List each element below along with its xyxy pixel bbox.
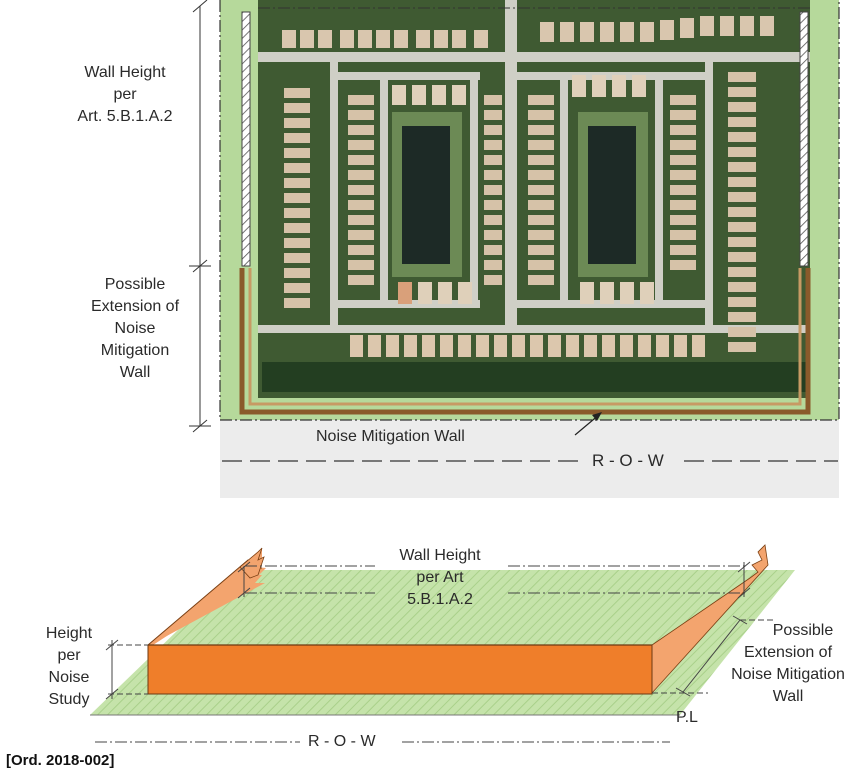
section-extension-line-4: Wall — [772, 688, 804, 705]
plan-wall-left-hatched — [241, 11, 251, 267]
section-wall-height-line-1: Wall Height — [399, 547, 481, 564]
section-wall-height-label: Wall Height per Art 5.B.1.A.2 — [372, 545, 508, 611]
section-extension-line-3: Noise Mitigation — [731, 666, 845, 683]
section-height-noise-line-2: per — [57, 647, 81, 664]
plan-row-label: R - O - W — [592, 451, 664, 470]
aerial-neighborhood-image — [258, 0, 810, 398]
section-extension-line-1: Possible — [772, 622, 834, 639]
plan-extension-label: Possible Extension of Noise Mitigation W… — [70, 274, 200, 384]
section-pl-label: P.L — [676, 709, 698, 726]
section-wall-height-line-3: 5.B.1.A.2 — [407, 591, 473, 608]
section-wall-height-line-2: per Art — [416, 569, 464, 586]
plan-extension-line-4: Mitigation — [100, 342, 170, 359]
plan-noise-wall — [239, 268, 811, 415]
plan-wall-height-label: Wall Height per Art. 5.B.1.A.2 — [55, 62, 195, 128]
row-band — [220, 420, 839, 498]
plan-extension-line-5: Wall — [119, 364, 151, 381]
section-height-noise-label: Height per Noise Study — [28, 623, 110, 711]
plan-wall-height-line-2: per — [113, 86, 137, 103]
plan-extension-line-2: Extension of — [90, 298, 180, 315]
plan-noise-wall-label: Noise Mitigation Wall — [316, 428, 465, 445]
plan-property-line — [219, 0, 840, 421]
plan-wall-right-hatched — [799, 11, 809, 267]
section-height-noise-line-3: Noise — [48, 669, 90, 686]
section-height-noise-line-4: Study — [48, 691, 90, 708]
plan-extension-line-1: Possible — [104, 276, 166, 293]
section-row-label: R - O - W — [308, 733, 376, 750]
section-height-noise-line-1: Height — [45, 625, 93, 642]
left-wall-jag — [239, 547, 265, 579]
plan-wall-height-line-1: Wall Height — [84, 64, 166, 81]
extension-dimension-line — [682, 619, 741, 693]
ordinance-reference: [Ord. 2018-002] — [6, 752, 115, 769]
section-extension-line-2: Extension of — [743, 644, 833, 661]
front-wall-face — [147, 644, 653, 695]
plan-extension-line-3: Noise — [114, 320, 156, 337]
right-wall-side — [651, 544, 769, 695]
plan-wall-height-line-3: Art. 5.B.1.A.2 — [77, 108, 173, 125]
section-extension-label: Possible Extension of Noise Mitigation W… — [718, 620, 858, 708]
